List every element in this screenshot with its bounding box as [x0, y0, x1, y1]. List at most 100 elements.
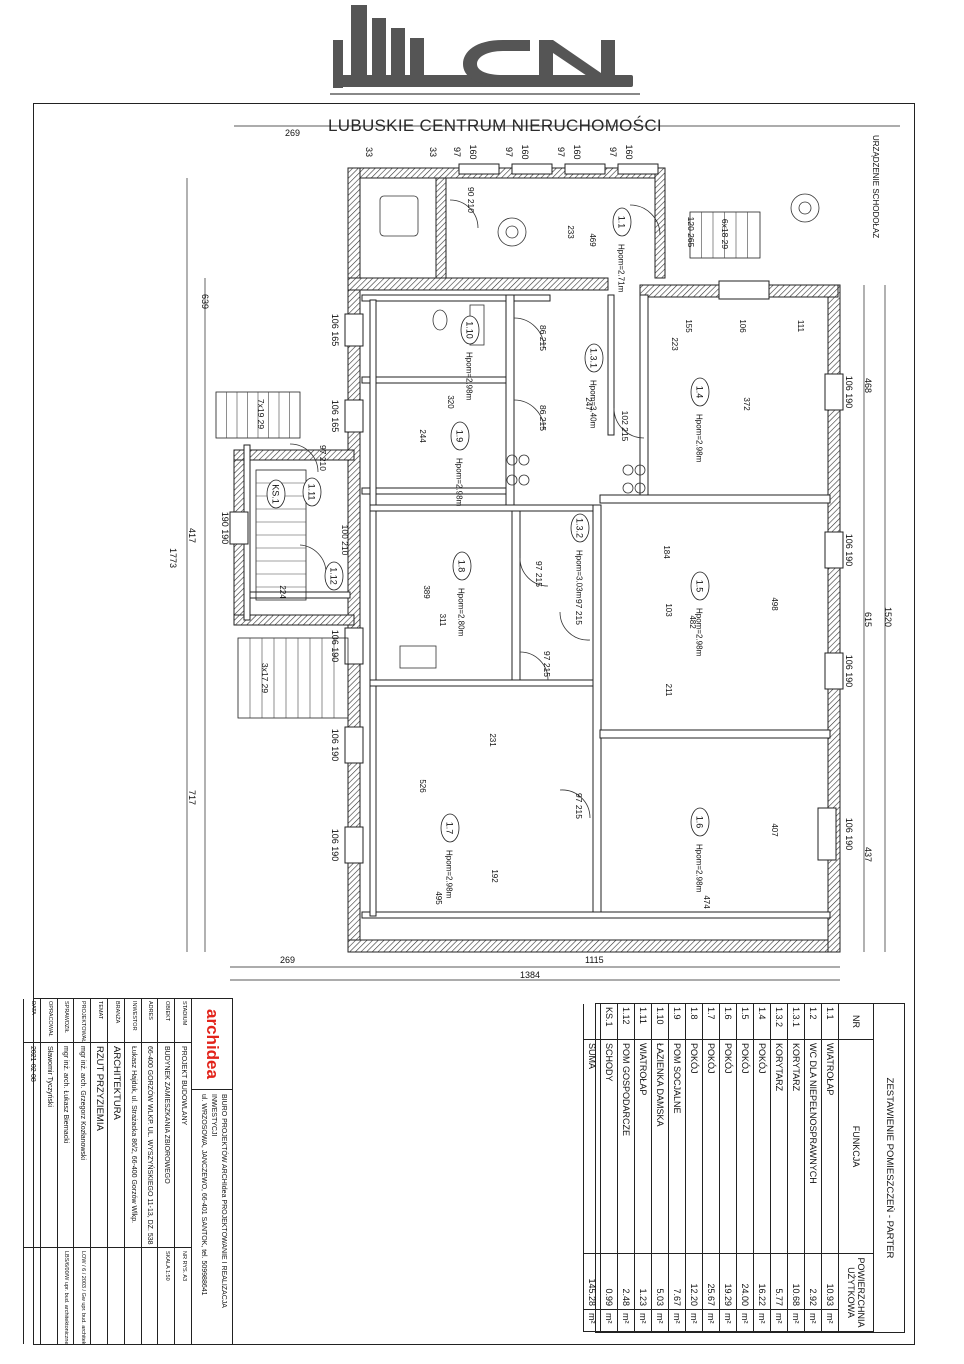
schedule-unit: m² — [669, 1310, 685, 1332]
schedule-function: SCHODY — [601, 1040, 617, 1254]
title-block-extra: NR RYS. A3 — [181, 1251, 187, 1282]
dim-inner-label: 407 — [770, 823, 779, 837]
schedule-area: 12.20 — [686, 1254, 702, 1310]
door-swings — [289, 199, 661, 819]
schedule-area: 1.23 — [635, 1254, 651, 1310]
schedule-unit: m² — [601, 1310, 617, 1332]
schedule-unit: m² — [584, 1310, 600, 1332]
room-tag-circle — [570, 513, 590, 543]
schedule-area: 2.48 — [618, 1254, 634, 1310]
stairlift-label: URZĄDZENIE SCHODOŁAZ — [871, 135, 880, 239]
schedule-unit: m² — [788, 1310, 804, 1332]
schedule-area: 10.68 — [788, 1254, 804, 1310]
interior-walls — [243, 294, 831, 919]
schedule-nr: 1.5 — [737, 1004, 753, 1040]
title-block-label: PROJEKTOWAŁ — [74, 999, 91, 1043]
schedule-title: ZESTAWIENIE POMIESZCZEŃ - PARTER — [873, 1004, 904, 1332]
schedule-area: 0.99 — [601, 1254, 617, 1310]
schedule-unit: m² — [754, 1310, 770, 1332]
door-size-label: 102 215 — [620, 411, 630, 442]
room-number: 1.11 — [307, 484, 317, 501]
schedule-nr: 1.8 — [686, 1004, 702, 1040]
room-height: Hpom=2.98m — [695, 844, 704, 893]
dim-inner-label: 224 — [278, 585, 287, 599]
room-tag-circle — [584, 343, 604, 373]
title-block-label: SPRAWDZIŁ — [57, 999, 74, 1043]
dim-inner-label: 526 — [418, 779, 427, 793]
title-block-label: ADRES — [141, 999, 158, 1043]
room-number: 1.9 — [455, 430, 465, 443]
firm-info: BIURO PROJEKTÓW ARCHIdea PROJEKTOWANIE I… — [192, 1090, 232, 1344]
room-height: Hpom=3.40m — [589, 380, 598, 429]
schedule-unit: m² — [635, 1310, 651, 1332]
schedule-function: ŁAZIENKA DAMSKA — [652, 1040, 668, 1254]
dim-inner-label: 233 — [566, 225, 575, 239]
dim-inner-label: 111 — [796, 320, 805, 333]
schedule-nr: 1.3.2 — [771, 1004, 787, 1040]
dim-inner-label: 231 — [488, 733, 497, 747]
room-tag-circle — [450, 421, 470, 451]
dim-right-b: 615 — [863, 612, 873, 628]
schedule-nr: 1.4 — [754, 1004, 770, 1040]
door-size-label: 86 215 — [538, 405, 548, 431]
title-block-label: INWESTOR — [124, 999, 141, 1043]
company-name: LUBUSKIE CENTRUM NIERUCHOMOŚCI — [328, 116, 662, 135]
title-block-value: Łukasz Hajduk, ul. Strażacka 86/2, 66-40… — [124, 1043, 141, 1248]
room-number: 1.6 — [695, 816, 705, 829]
room-height: Hpom=2.98m — [455, 458, 464, 507]
room-tag-circle — [690, 571, 710, 601]
schedule-nr: 1.3.1 — [788, 1004, 804, 1040]
company-logo — [330, 5, 640, 95]
firm-name: BIURO PROJEKTÓW ARCHIdea PROJEKTOWANIE I… — [210, 1094, 227, 1308]
firm-address: ul. WRZOSOWA, JANCZEWO, 66-401 SANTOK, t… — [200, 1094, 207, 1296]
title-block-value: mgr inż. arch. Grzegorz Kozłanowski — [74, 1043, 91, 1248]
room-height: Hpom=3.03m — [575, 550, 584, 599]
schedule-unit: m² — [771, 1310, 787, 1332]
schedule-area: 25.67 — [703, 1254, 719, 1310]
schedule-function: POM SOCJALNE — [669, 1040, 685, 1254]
schedule-area: 10.93 — [822, 1254, 838, 1310]
schedule-unit: m² — [822, 1310, 838, 1332]
dim-bottom-1: 269 — [280, 955, 296, 965]
schedule-function: POKÓJ — [686, 1040, 702, 1254]
room-number: 1.5 — [695, 580, 705, 593]
title-block-extra: LOW / 6 / 2003 / Gw upr. bud. architekto… — [80, 1251, 87, 1344]
room-number: 1.4 — [695, 386, 705, 399]
dim-top-left: 269 — [285, 128, 301, 138]
room-height: Hpom=2.98m — [695, 608, 704, 657]
title-block-extra — [125, 1248, 141, 1344]
schedule-nr: 1.12 — [618, 1004, 634, 1040]
room-height: Hpom=2.98m — [695, 414, 704, 463]
room-number: 1.7 — [445, 822, 455, 835]
dim-top-label: 160 — [572, 144, 582, 159]
dim-bottom-2: 1115 — [585, 955, 604, 965]
schedule-function: POM GOSPODARCZE — [618, 1040, 634, 1254]
schedule-unit: m² — [737, 1310, 753, 1332]
title-block-label: TEMAT — [91, 999, 108, 1043]
title-block-value: Sławomir Tyczyński — [40, 1043, 57, 1248]
dim-inner-label: 311 — [438, 614, 447, 627]
room-tag-circle — [266, 479, 286, 509]
schedule-unit: m² — [652, 1310, 668, 1332]
title-block-value: BUDYNEK ZAMIESZKANIA ZBIOROWEGO — [158, 1043, 175, 1248]
room-number: 1.3.1 — [589, 348, 599, 368]
title-block-value: mgr inż. arch. Łukasz Biernacki — [57, 1043, 74, 1248]
room-tag-circle — [690, 807, 710, 837]
room-tag-circle — [452, 551, 472, 581]
